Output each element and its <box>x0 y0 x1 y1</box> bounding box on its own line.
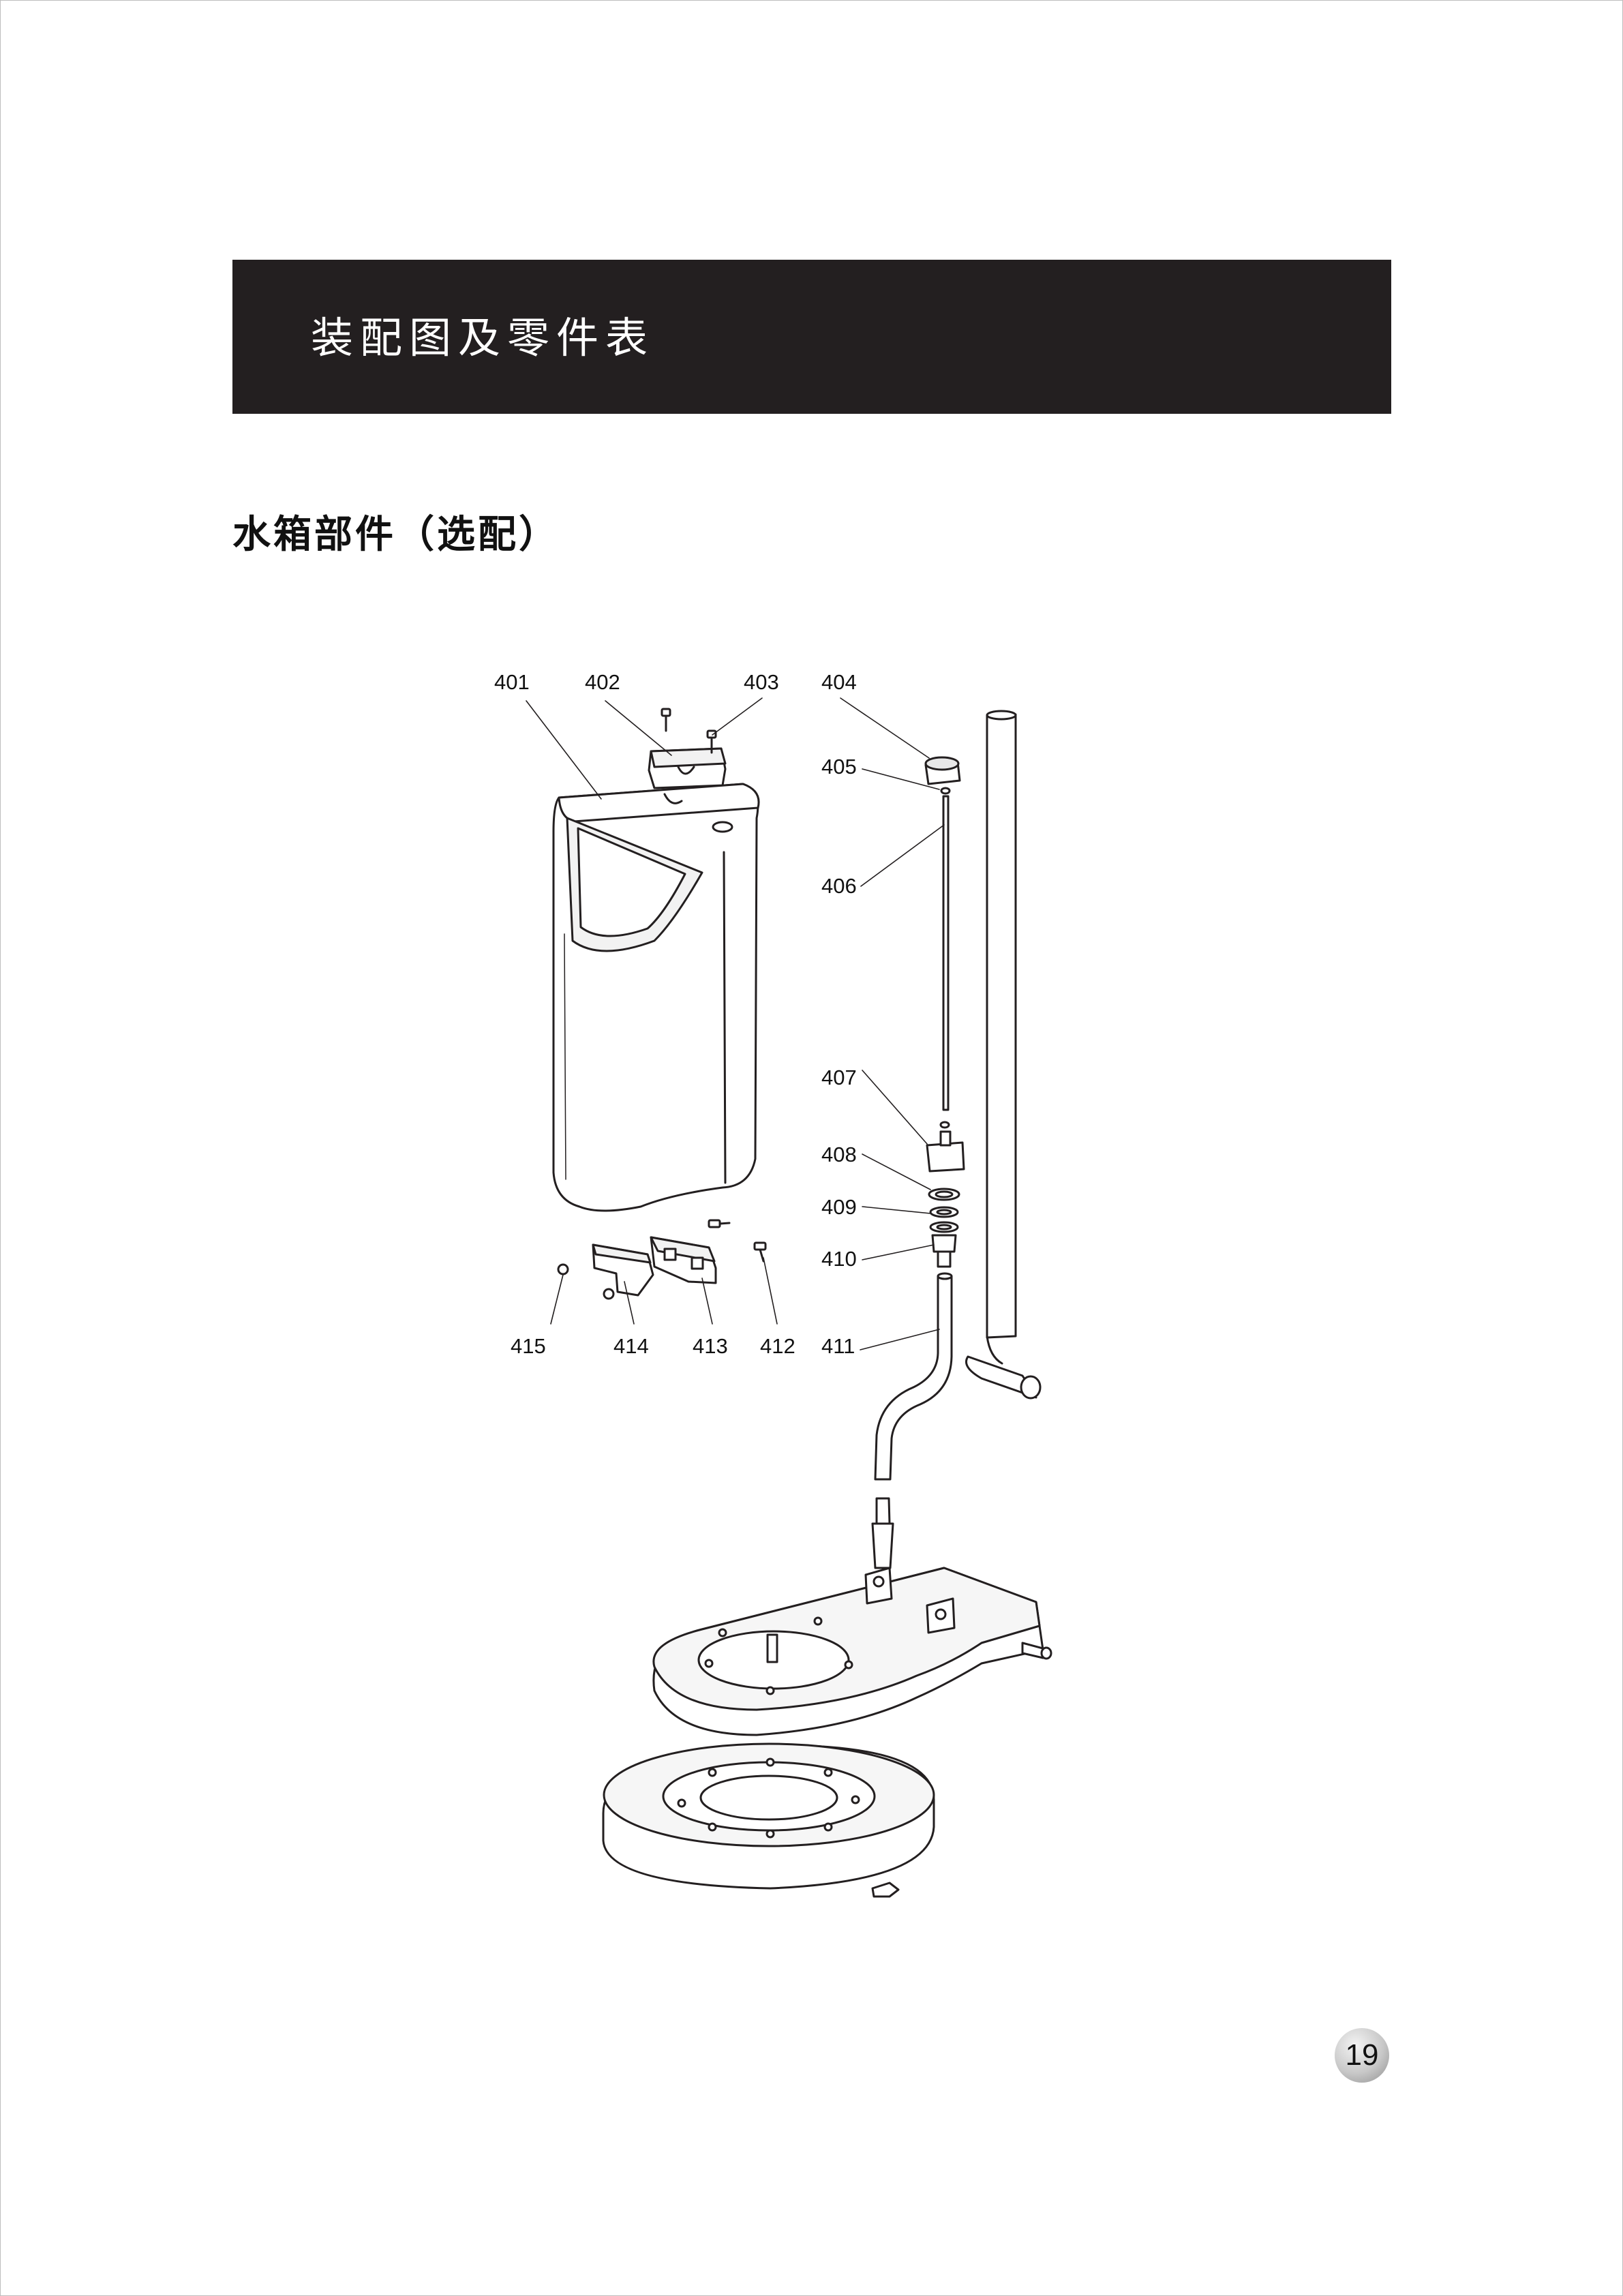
rod-part-406 <box>942 795 950 1111</box>
screw-part-403 <box>661 708 717 754</box>
callout-406: 406 <box>821 874 857 898</box>
leader-lines <box>526 697 945 1350</box>
section-title: 水箱部件（选配） <box>232 513 560 557</box>
callout-414: 414 <box>613 1334 649 1358</box>
callout-410: 410 <box>821 1247 857 1271</box>
base-plate <box>652 1567 1052 1736</box>
washer-part-408 <box>928 1188 960 1201</box>
callout-403: 403 <box>744 670 779 694</box>
hose-part-411 <box>871 1272 953 1569</box>
callout-401: 401 <box>494 670 530 694</box>
page-number: 19 <box>1345 2038 1379 2072</box>
callout-labels: 401 402 403 404 405 406 407 408 409 410 … <box>494 670 857 1358</box>
washer-part-409 <box>929 1206 959 1233</box>
callout-404: 404 <box>821 670 857 694</box>
round-base <box>602 1742 935 1898</box>
callout-415: 415 <box>511 1334 546 1358</box>
page-title: 装配图及零件表 <box>311 313 655 363</box>
knob-part-404 <box>924 756 961 785</box>
callout-409: 409 <box>821 1195 857 1219</box>
header-bar: 装配图及零件表 <box>232 260 1391 414</box>
water-tank-part-401 <box>552 783 760 1212</box>
fitting-part-410 <box>931 1234 957 1268</box>
o-ring-part-405 <box>940 787 951 795</box>
callout-407: 407 <box>821 1066 857 1089</box>
bolt-part-412 <box>708 1219 767 1263</box>
callout-402: 402 <box>585 670 620 694</box>
callout-412: 412 <box>760 1334 795 1358</box>
callout-411: 411 <box>821 1334 855 1358</box>
callout-405: 405 <box>821 755 857 779</box>
top-bracket-part-402 <box>648 747 727 789</box>
bracket-part-413 <box>650 1236 717 1284</box>
page-number-badge: 19 <box>1335 2028 1389 2083</box>
nut-part-415 <box>557 1263 615 1300</box>
callout-408: 408 <box>821 1143 857 1166</box>
callout-413: 413 <box>693 1334 728 1358</box>
valve-body-part-407 <box>926 1121 965 1173</box>
support-column <box>965 710 1042 1400</box>
clamp-part-414 <box>592 1243 654 1297</box>
